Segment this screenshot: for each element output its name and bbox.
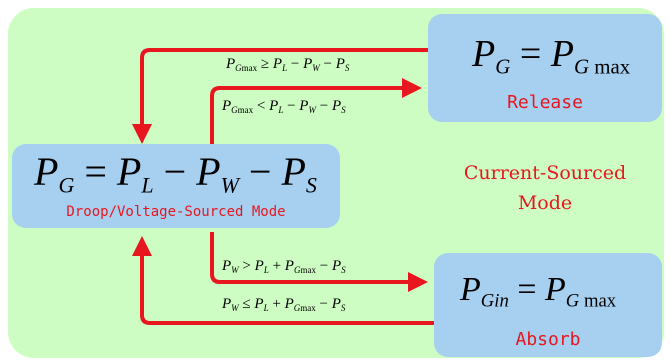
droop-box: PG = PL − PW − PS Droop/Voltage-Sourced … — [12, 144, 340, 228]
droop-equation: PG = PL − PW − PS — [34, 149, 317, 198]
arrow-release-to-droop — [132, 48, 428, 144]
mode-label-line2: Mode — [517, 192, 573, 214]
arrow-droop-to-absorb — [210, 232, 428, 292]
absorb-box: PGin = PG max Absorb — [434, 253, 662, 357]
release-caption: Release — [507, 92, 583, 113]
condition-absorb-to-droop: PW ≤ PL + PGmax − PS — [222, 296, 346, 314]
mode-label-line1: Current-Sourced — [463, 162, 627, 184]
absorb-caption: Absorb — [515, 329, 581, 350]
condition-release-to-droop: PGmax ≥ PL − PW − PS — [226, 56, 350, 74]
condition-droop-to-absorb: PW > PL + PGmax − PS — [222, 258, 346, 276]
absorb-equation: PGin = PG max — [460, 271, 617, 312]
condition-droop-to-release: PGmax < PL − PW − PS — [222, 98, 346, 116]
release-equation: PG = PG max — [472, 33, 631, 79]
current-sourced-mode-label: Current-Sourced Mode — [430, 158, 660, 218]
droop-caption: Droop/Voltage-Sourced Mode — [66, 204, 286, 220]
release-box: PG = PG max Release — [428, 14, 662, 122]
arrow-absorb-to-droop — [132, 236, 434, 325]
arrow-droop-to-release — [210, 78, 422, 146]
